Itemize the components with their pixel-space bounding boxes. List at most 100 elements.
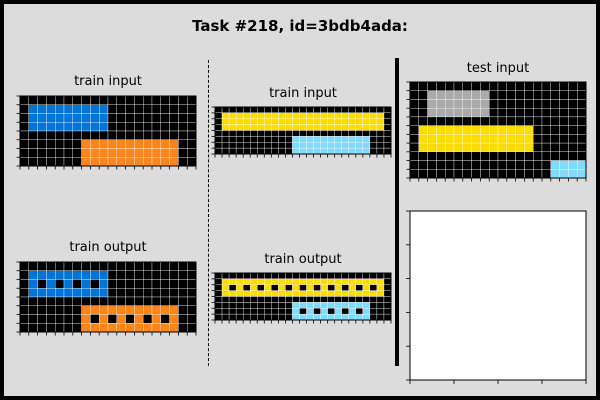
grid-cell	[559, 108, 569, 118]
grid-cell	[462, 169, 472, 179]
grid-cell	[550, 108, 560, 118]
grid-cell	[63, 122, 73, 132]
grid-cell	[178, 261, 188, 271]
grid-cell	[445, 142, 455, 152]
grid-cell	[160, 261, 170, 271]
grid-cell	[462, 108, 472, 118]
grid-cell	[250, 142, 258, 149]
grid-cell	[107, 130, 117, 140]
grid-cell	[81, 157, 91, 167]
grid-cell	[320, 308, 328, 315]
grid-cell	[409, 125, 419, 135]
grid-cell	[214, 118, 223, 125]
grid-cell	[524, 151, 534, 161]
grid-cell	[471, 134, 481, 144]
grid-border	[19, 95, 197, 167]
grid-cell	[436, 99, 446, 109]
grid-cell	[306, 136, 314, 143]
grid-cell	[221, 142, 230, 149]
grid-cell	[178, 148, 188, 158]
grid-cell	[278, 272, 286, 280]
grid-cell	[362, 136, 371, 143]
grid-cell	[369, 147, 378, 155]
grid-cell	[334, 136, 342, 143]
grid-cell	[214, 112, 223, 119]
grid-cell	[90, 296, 100, 306]
grid-cell	[28, 139, 38, 149]
grid-cell	[169, 95, 179, 105]
grid-cell	[221, 308, 230, 315]
grid-cell	[187, 139, 197, 149]
grid-cell	[306, 272, 314, 280]
grid-cell	[427, 169, 437, 179]
grid-cell	[409, 90, 419, 100]
grid-cell	[453, 90, 463, 100]
grid-cell	[264, 296, 272, 303]
grid-cell	[285, 290, 293, 297]
empty-plot-area	[409, 210, 587, 381]
grid-cell	[214, 130, 223, 137]
grid-cell	[489, 90, 499, 100]
grid-cell	[506, 169, 516, 179]
grid-cell	[63, 148, 73, 158]
grid-cell	[90, 113, 100, 123]
grid-cell	[271, 296, 279, 303]
grid-cell	[72, 279, 82, 289]
grid-cell	[242, 112, 251, 119]
grid-cell	[151, 314, 161, 324]
grid-cell	[63, 323, 73, 333]
grid-cell	[178, 288, 188, 298]
grid-cell	[348, 272, 356, 280]
grid-cell	[577, 151, 587, 161]
grid-cell	[250, 284, 258, 291]
grid-cell	[187, 261, 197, 271]
grid-cell	[242, 272, 251, 280]
grid-cell	[427, 90, 437, 100]
grid-cell	[107, 104, 117, 114]
grid-cell	[116, 95, 126, 105]
grid-cell	[264, 142, 272, 149]
grid-cell	[99, 261, 109, 271]
grid-cell	[541, 125, 551, 135]
grid-cell	[355, 296, 364, 303]
grid-cell	[19, 95, 29, 105]
grid-cell	[453, 160, 463, 170]
grid-cell	[299, 302, 307, 309]
grid-cell	[418, 160, 428, 170]
grid-cell	[320, 130, 328, 137]
label-ex2-train-input: train input	[269, 86, 337, 101]
grid-cell	[541, 108, 551, 118]
grid-cell	[355, 124, 364, 131]
grid-cell	[264, 290, 272, 297]
grid-cell	[257, 302, 265, 309]
grid-cell	[250, 302, 258, 309]
grid-cell	[169, 279, 179, 289]
grid-cell	[46, 122, 56, 132]
grid-cell	[480, 160, 490, 170]
grid-cell	[116, 323, 126, 333]
grid-cell	[169, 104, 179, 114]
grid-cell	[90, 279, 100, 289]
grid-cell	[257, 278, 265, 285]
grid-cell	[362, 272, 371, 280]
grid-cell	[453, 108, 463, 118]
grid-cell	[257, 112, 265, 119]
grid-cell	[169, 323, 179, 333]
grid-cell	[471, 90, 481, 100]
grid-cell	[169, 139, 179, 149]
grid-cell	[334, 106, 342, 114]
grid-cell	[418, 116, 428, 126]
grid-cell	[313, 308, 321, 315]
grid-cell	[63, 305, 73, 315]
grid-cell	[19, 122, 29, 132]
grid-cell	[299, 313, 307, 321]
grid-cell	[72, 296, 82, 306]
grid-cell	[221, 112, 230, 119]
test-output-empty-axes	[406, 210, 587, 384]
grid-cell	[151, 113, 161, 123]
grid-cell	[160, 148, 170, 158]
grid-cell	[383, 112, 392, 119]
grid-cell	[453, 151, 463, 161]
grid-cell	[497, 99, 507, 109]
grid-cell	[187, 130, 197, 140]
